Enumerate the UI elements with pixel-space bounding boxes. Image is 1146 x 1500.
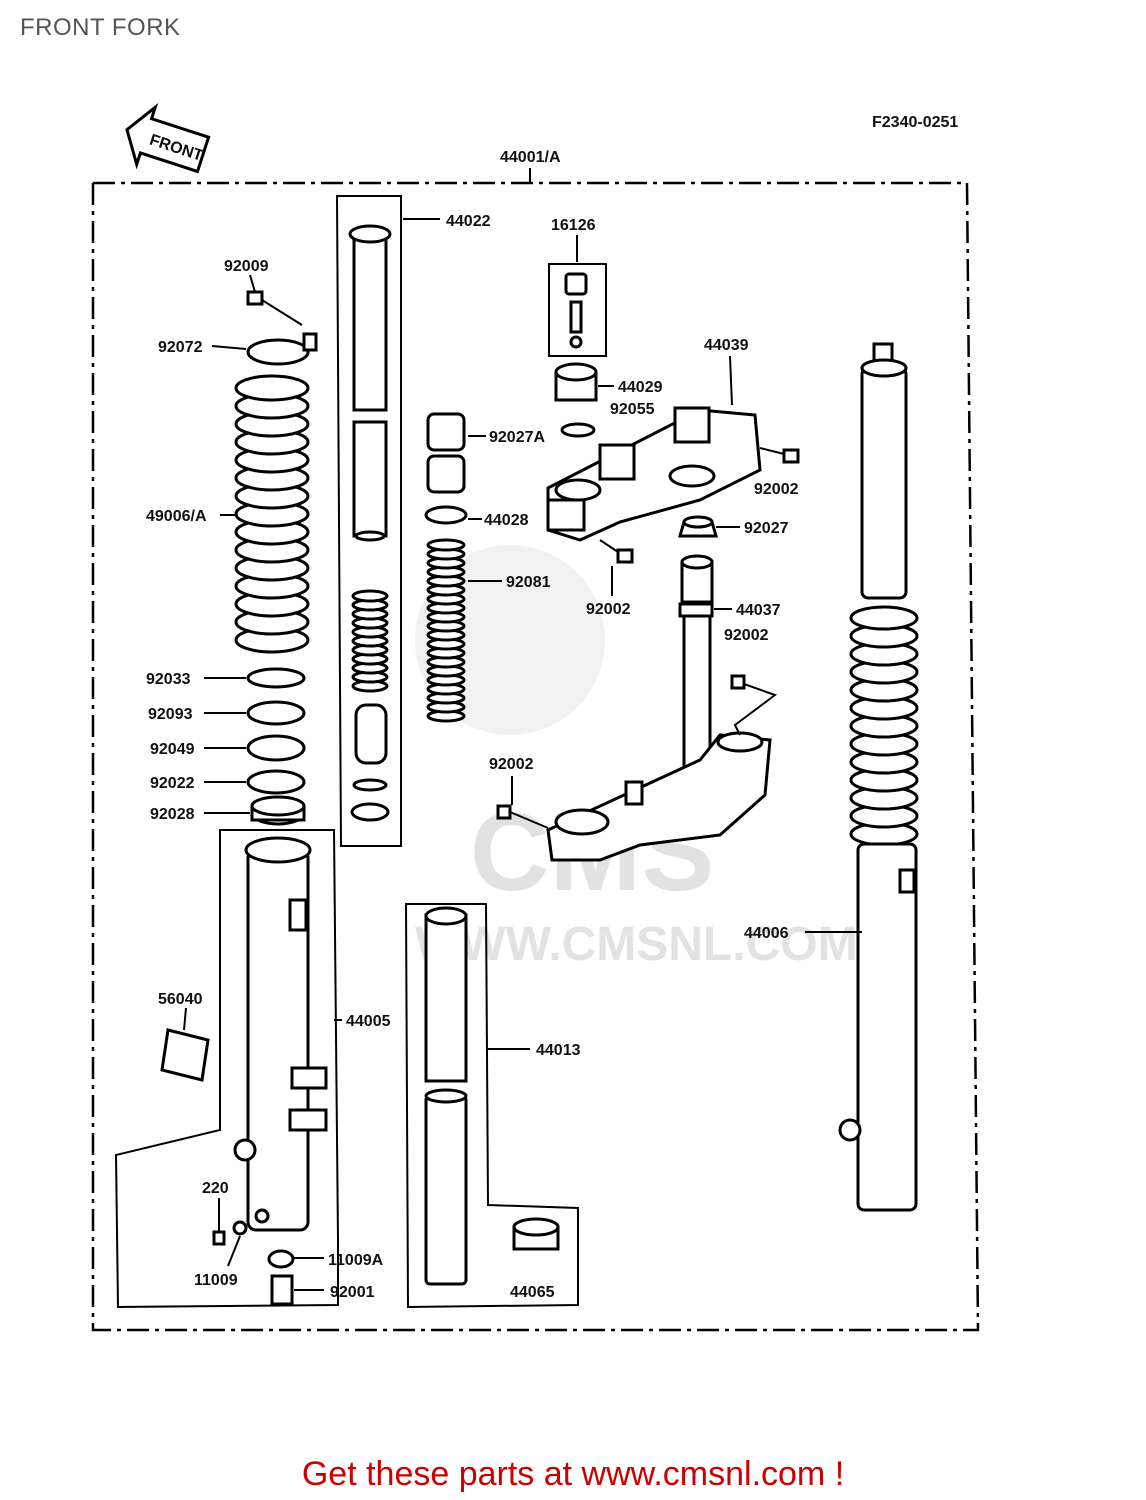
callout-92033: 92033: [146, 671, 191, 688]
bolt-92009: [246, 290, 303, 326]
callout-44013: 44013: [536, 1042, 581, 1059]
lower-bracket: [546, 731, 772, 862]
callout-92001: 92001: [330, 1284, 375, 1301]
callout-92022: 92022: [150, 775, 195, 792]
callout-92002-c: 92002: [724, 627, 769, 644]
callout-44006: 44006: [744, 925, 789, 942]
spring-short: [351, 589, 389, 693]
bolt-92002-lower-right: [730, 674, 778, 736]
nut-44029: [554, 362, 598, 402]
callout-49006A: 49006/A: [146, 508, 207, 525]
kit-box-44013: [404, 903, 579, 1309]
callout-92002-b: 92002: [586, 601, 631, 618]
washer-92093: [246, 700, 306, 726]
callout-92028: 92028: [150, 806, 195, 823]
watermark: CMS WWW.CMSNL.COM: [415, 545, 858, 971]
inner-tube-44022: [348, 224, 392, 542]
callout-44005: 44005: [346, 1013, 391, 1030]
callout-92027A: 92027A: [489, 429, 545, 446]
callout-220: 220: [202, 1180, 229, 1197]
bushing-44065: [512, 1217, 560, 1251]
kit-box-44005: [114, 829, 339, 1309]
assembly-boundary: [93, 181, 980, 1332]
callout-92009: 92009: [224, 258, 269, 275]
callout-92055: 92055: [610, 401, 655, 418]
watermark-url: WWW.CMSNL.COM: [415, 918, 858, 971]
bolt-92002-lower-left: [496, 804, 549, 829]
diagram-code: F2340-0251: [872, 114, 958, 131]
callout-44065: 44065: [510, 1284, 555, 1301]
oring-92055: [560, 422, 596, 438]
upper-bracket-44039: [546, 406, 762, 542]
callout-92002-d: 92002: [489, 756, 534, 773]
kit-box-16126: [548, 263, 607, 357]
callout-92093: 92093: [148, 706, 193, 723]
fork-assembly-44006: [838, 342, 919, 1212]
leader-lines: [183, 218, 862, 1291]
seal-92033: [246, 667, 306, 689]
fork-boot-49006A: [234, 374, 310, 654]
gasket-11009A: [267, 1249, 295, 1269]
callout-11009: 11009: [194, 1272, 238, 1289]
bolt-92002-mid: [599, 539, 634, 564]
ring-92022: [246, 769, 306, 795]
callout-92072: 92072: [158, 339, 203, 356]
inner-tube-44013: [424, 906, 468, 1286]
page-title: FRONT FORK: [20, 14, 181, 41]
bolt-92001: [270, 1274, 294, 1306]
spring-92081: [426, 538, 466, 723]
clamp-92072: [246, 332, 318, 366]
front-arrow-icon: FRONT: [125, 103, 211, 174]
callout-labels: 44022 16126 92009 92072 44039 44029 9205…: [146, 213, 799, 1301]
washer-44028: [424, 505, 468, 525]
cylinder-piece: [350, 703, 390, 822]
bolt-92002-upper: [759, 447, 800, 464]
bolt-220: [212, 1220, 248, 1246]
callout-44028: 44028: [484, 512, 529, 529]
bushing-92027A: [426, 412, 466, 494]
callout-44029: 44029: [618, 379, 663, 396]
cap-16126: [564, 272, 588, 349]
callout-44037: 44037: [736, 602, 781, 619]
bearing-92027: [678, 515, 718, 538]
front-fork-diagram: CMS WWW.CMSNL.COM F2340-0251 FRONT 44001…: [91, 103, 980, 1332]
outer-tube-44005: [233, 836, 328, 1232]
callout-11009A: 11009A: [328, 1252, 384, 1269]
callout-92081: 92081: [506, 574, 551, 591]
label-56040: [160, 1028, 210, 1082]
callout-44039: 44039: [704, 337, 749, 354]
callout-44022: 44022: [446, 213, 491, 230]
callout-56040: 56040: [158, 991, 203, 1008]
footer-link[interactable]: Get these parts at www.cmsnl.com !: [301, 1455, 845, 1493]
assembly-label: 44001/A: [500, 149, 561, 166]
callout-16126: 16126: [551, 217, 596, 234]
callout-92002-a: 92002: [754, 481, 799, 498]
callout-92027: 92027: [744, 520, 789, 537]
oil-seal-92049: [246, 734, 306, 762]
callout-92049: 92049: [150, 741, 195, 758]
kit-box-44022: [335, 195, 402, 847]
bushing-92028: [250, 795, 306, 826]
